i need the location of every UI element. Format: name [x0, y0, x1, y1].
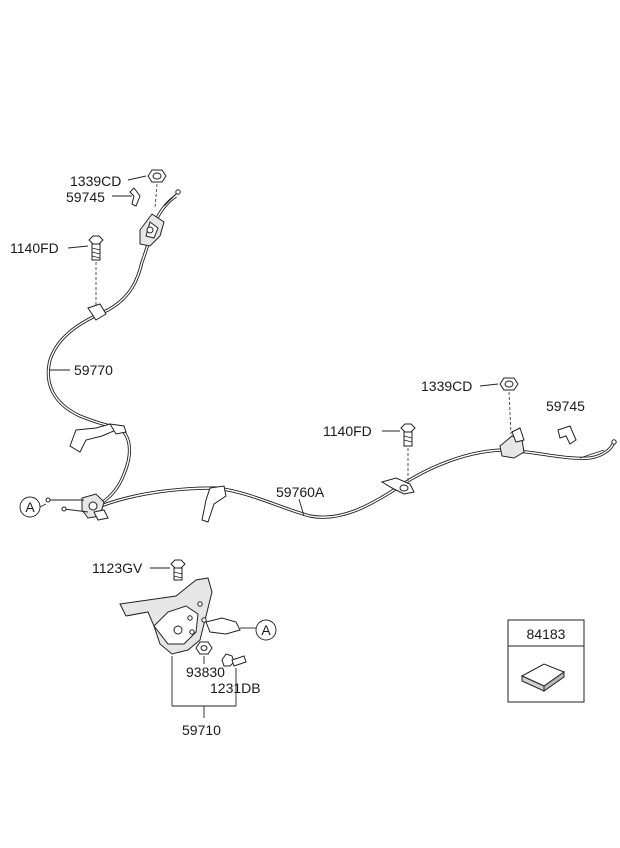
- callout-59745-upper: 59745: [66, 189, 105, 205]
- cable-bracket: [69, 423, 127, 453]
- callout-1339cd-right: 1339CD: [421, 378, 472, 394]
- right-cable-end-fitting: [499, 427, 617, 459]
- nut-icon: [147, 169, 167, 209]
- clip-icon: [557, 425, 577, 445]
- connector-ref-a-left: A: [19, 496, 47, 518]
- nut-icon: [195, 641, 213, 655]
- callout-59760a: 59760A: [276, 484, 325, 500]
- part-84183-box: 84183: [507, 619, 585, 703]
- connector-ref-a-lever: A: [255, 619, 277, 641]
- cable-equalizer: [45, 493, 109, 521]
- cable-bracket: [380, 477, 415, 495]
- cable-bracket: [201, 485, 227, 523]
- parking-brake-lever-assembly: [119, 577, 256, 655]
- left-rear-cable: [46, 194, 177, 508]
- lever-leader-lines: [171, 656, 237, 718]
- callout-1123gv: 1123GV: [92, 560, 143, 576]
- main-cable: [95, 441, 616, 519]
- callout-1140fd-right: 1140FD: [323, 423, 372, 439]
- clip-icon: [129, 187, 141, 207]
- bolt-icon: [221, 653, 247, 667]
- svg-text:A: A: [25, 499, 35, 515]
- callout-leaders: [50, 175, 499, 569]
- callout-1339cd-upper: 1339CD: [70, 173, 121, 189]
- cable-clamp: [87, 303, 107, 321]
- callout-1231db: 1231DB: [210, 680, 261, 696]
- callout-1140fd-upper: 1140FD: [10, 240, 59, 256]
- bolt-icon: [170, 559, 186, 581]
- svg-text:A: A: [261, 622, 271, 638]
- nut-icon: [499, 377, 519, 435]
- bolt-icon: [88, 235, 104, 306]
- callout-59770: 59770: [74, 362, 113, 378]
- part-84183-label: 84183: [527, 626, 566, 642]
- bolt-icon: [400, 423, 416, 484]
- callout-93830: 93830: [186, 664, 225, 680]
- callout-59710: 59710: [182, 722, 221, 738]
- callout-59745-right: 59745: [546, 398, 585, 414]
- upper-cable-end-fitting: [139, 189, 181, 247]
- pad-icon: [520, 663, 566, 692]
